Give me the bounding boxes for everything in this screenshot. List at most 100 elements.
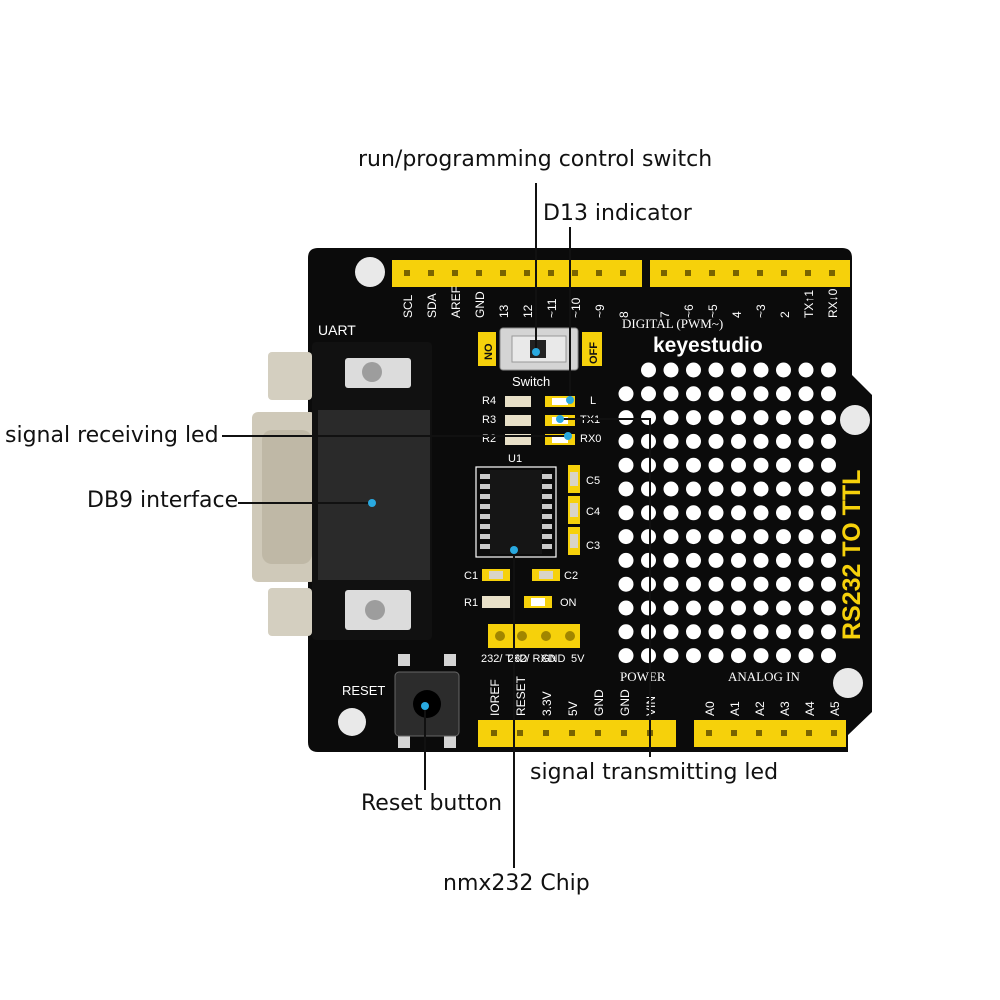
mount-hole bbox=[833, 668, 863, 698]
digital-label: DIGITAL (PWM~) bbox=[622, 316, 723, 331]
proto-hole bbox=[686, 481, 701, 497]
proto-hole bbox=[618, 386, 634, 402]
proto-hole bbox=[686, 362, 701, 378]
proto-hole bbox=[618, 481, 634, 497]
proto-hole bbox=[798, 362, 814, 378]
proto-hole bbox=[753, 481, 769, 497]
svg-text:R2: R2 bbox=[482, 433, 496, 445]
db9-connector bbox=[252, 342, 432, 640]
pin-label: ~9 bbox=[593, 304, 607, 318]
proto-hole bbox=[708, 552, 724, 568]
proto-hole bbox=[798, 505, 814, 521]
proto-hole bbox=[618, 624, 634, 640]
max232-chip bbox=[475, 466, 557, 558]
svg-text:R3: R3 bbox=[482, 414, 496, 426]
bottom-header-power bbox=[478, 720, 676, 747]
proto-hole bbox=[753, 600, 769, 616]
callout-switch: run/programming control switch bbox=[358, 147, 713, 172]
pin-label: TX↑1 bbox=[802, 290, 816, 318]
proto-hole bbox=[821, 648, 836, 664]
proto-hole bbox=[821, 481, 836, 497]
proto-hole bbox=[663, 529, 679, 545]
proto-hole bbox=[731, 576, 746, 592]
proto-hole bbox=[753, 410, 769, 426]
power-label: POWER bbox=[620, 669, 666, 684]
serial-header: 232/ TXD 232/ RXD GND 5V bbox=[481, 624, 585, 665]
leader-lines bbox=[222, 183, 651, 868]
proto-hole bbox=[821, 624, 836, 640]
proto-hole bbox=[753, 576, 769, 592]
proto-hole bbox=[753, 529, 769, 545]
slide-switch: NO OFF Switch bbox=[478, 327, 602, 389]
proto-hole bbox=[731, 457, 746, 473]
pin-label: SCL bbox=[401, 294, 415, 318]
proto-hole bbox=[708, 648, 724, 664]
proto-hole bbox=[821, 457, 836, 473]
proto-hole bbox=[731, 648, 746, 664]
proto-hole bbox=[686, 457, 701, 473]
pin-label: 13 bbox=[497, 304, 511, 318]
proto-hole bbox=[753, 386, 769, 402]
proto-hole bbox=[753, 624, 769, 640]
proto-hole bbox=[731, 362, 746, 378]
proto-hole bbox=[663, 457, 679, 473]
proto-hole bbox=[821, 505, 836, 521]
capacitors: C5 C4 C3 C1 C2 R1 ON bbox=[464, 465, 600, 609]
pin-label: A2 bbox=[753, 701, 767, 716]
proto-hole bbox=[686, 624, 701, 640]
u1-label: U1 bbox=[508, 453, 522, 465]
pin-label: A0 bbox=[703, 701, 717, 716]
proto-hole bbox=[663, 505, 679, 521]
proto-hole bbox=[798, 386, 814, 402]
pin-label: 4 bbox=[730, 311, 744, 318]
top-header-left bbox=[392, 260, 642, 287]
svg-text:ON: ON bbox=[560, 597, 577, 609]
proto-hole bbox=[618, 433, 634, 449]
svg-text:GND: GND bbox=[541, 653, 566, 665]
proto-hole bbox=[641, 624, 656, 640]
proto-hole bbox=[821, 600, 836, 616]
pin-label: ~10 bbox=[569, 297, 583, 318]
proto-hole bbox=[641, 648, 656, 664]
svg-text:5V: 5V bbox=[571, 653, 585, 665]
prototype-grid bbox=[618, 362, 836, 664]
pin-label: GND bbox=[473, 291, 487, 318]
svg-text:C2: C2 bbox=[564, 570, 578, 582]
proto-hole bbox=[641, 552, 656, 568]
proto-hole bbox=[686, 433, 701, 449]
proto-hole bbox=[776, 529, 791, 545]
pin-label: ~5 bbox=[706, 304, 720, 318]
pin-label: 12 bbox=[521, 304, 535, 318]
svg-text:C1: C1 bbox=[464, 570, 478, 582]
proto-hole bbox=[821, 410, 836, 426]
proto-hole bbox=[663, 386, 679, 402]
pin-label: 2 bbox=[778, 311, 792, 318]
proto-hole bbox=[641, 410, 656, 426]
analog-label: ANALOG IN bbox=[728, 669, 800, 684]
proto-hole bbox=[776, 552, 791, 568]
pin-label: 3.3V bbox=[540, 691, 554, 716]
proto-hole bbox=[731, 529, 746, 545]
proto-hole bbox=[641, 362, 656, 378]
proto-hole bbox=[798, 600, 814, 616]
proto-hole bbox=[753, 362, 769, 378]
proto-hole bbox=[618, 600, 634, 616]
proto-hole bbox=[821, 433, 836, 449]
pin-label: GND bbox=[592, 689, 606, 716]
proto-hole bbox=[708, 529, 724, 545]
proto-hole bbox=[731, 505, 746, 521]
proto-hole bbox=[753, 457, 769, 473]
svg-text:L: L bbox=[590, 395, 596, 407]
proto-hole bbox=[641, 576, 656, 592]
pin-label: A4 bbox=[803, 701, 817, 716]
switch-label: Switch bbox=[512, 374, 550, 389]
reset-label: RESET bbox=[342, 683, 385, 698]
proto-hole bbox=[618, 505, 634, 521]
callout-tx-led: signal transmitting led bbox=[530, 760, 779, 785]
svg-text:232/ TXD: 232/ TXD bbox=[481, 653, 527, 665]
proto-hole bbox=[618, 529, 634, 545]
proto-hole bbox=[686, 576, 701, 592]
